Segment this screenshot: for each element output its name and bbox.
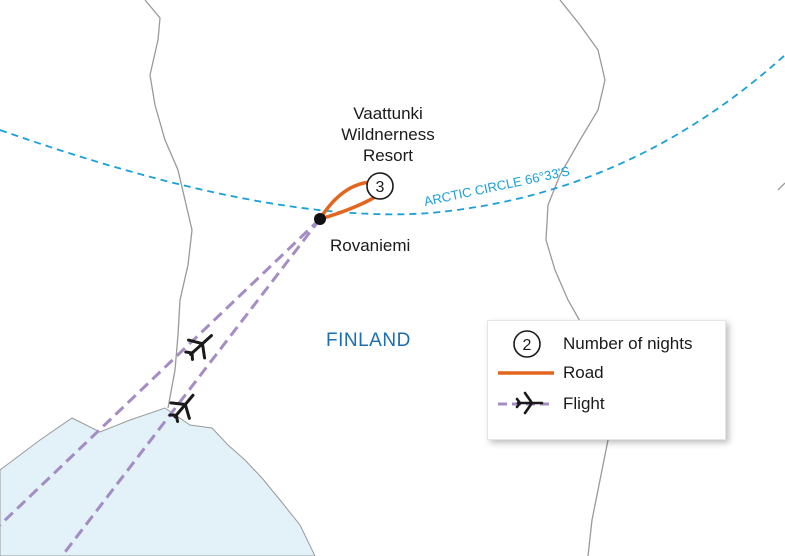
- svg-text:2: 2: [523, 337, 532, 354]
- road-legend-icon: [498, 371, 554, 375]
- legend-label-road: Road: [563, 363, 604, 382]
- map-legend: 2 Number of nights Road Flight: [487, 320, 726, 440]
- flight-route-1: [0, 217, 322, 527]
- nights-marker: [366, 172, 394, 200]
- legend-item-road: Road: [488, 358, 725, 388]
- nights-legend-icon: 2: [513, 330, 541, 358]
- country-label-finland: FINLAND: [326, 330, 411, 351]
- resort-label: Vaattunki Wildnerness Resort: [341, 104, 435, 165]
- flight-route-2: [60, 218, 322, 556]
- legend-item-flight: Flight: [488, 389, 725, 419]
- legend-label-flight: Flight: [563, 394, 605, 413]
- sea-area: [0, 407, 316, 556]
- border-finland-russia: [545, 0, 611, 556]
- city-label-rovaniemi: Rovaniemi: [330, 236, 411, 255]
- airplane-icon: [168, 393, 195, 423]
- border-sweden-finland: [144, 0, 193, 409]
- border-fragment-east: [777, 182, 785, 191]
- legend-label-nights: Number of nights: [563, 334, 693, 353]
- airplane-icon: [184, 334, 213, 361]
- city-dot-icon: [314, 213, 326, 225]
- legend-item-nights: 2 Number of nights: [488, 329, 725, 359]
- nights-marker-value: 3: [376, 179, 385, 196]
- flight-legend-icon: [498, 391, 554, 415]
